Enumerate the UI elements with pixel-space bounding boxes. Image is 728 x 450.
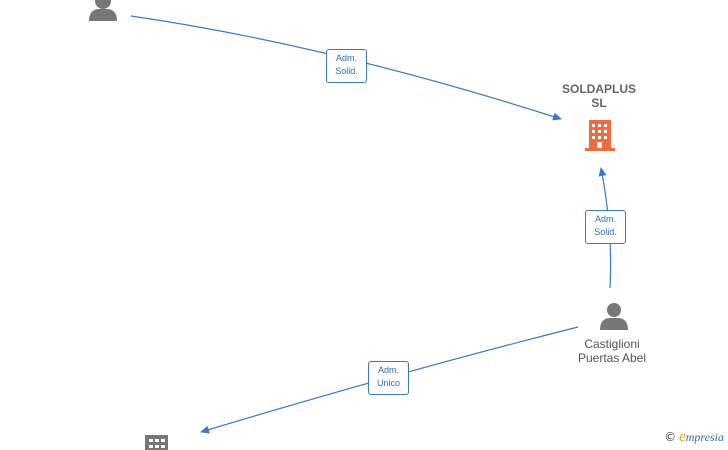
- brand-name: mpresia: [685, 430, 724, 444]
- brand-e-letter: e: [679, 429, 686, 445]
- edge-label-castiglioni-to-soldaplus: Adm. Solid.: [585, 210, 626, 244]
- edge-label-top-to-soldaplus: Adm. Solid.: [326, 49, 367, 83]
- person-name-line2: Puertas Abel: [577, 351, 647, 365]
- edge-label-line1: Adm.: [335, 53, 357, 63]
- edge-label-line2: Unico: [376, 378, 400, 388]
- copyright-symbol: ©: [664, 430, 677, 444]
- edge-label-line1: Adm.: [377, 365, 399, 375]
- edge-label-line2: Solid.: [594, 227, 617, 237]
- edge-label-castiglioni-to-bottom: Adm. Unico: [368, 361, 409, 395]
- empresia-watermark[interactable]: ©empresia: [664, 429, 724, 446]
- edge-label-line2: Solid.: [335, 66, 358, 76]
- person-name-line1: Castiglioni: [584, 337, 640, 351]
- person-icon[interactable]: [600, 303, 628, 330]
- person-name-castiglioni[interactable]: Castiglioni Puertas Abel: [566, 337, 658, 365]
- building-icon[interactable]: [145, 435, 168, 450]
- person-icon[interactable]: [89, 0, 117, 21]
- edge-label-line1: Adm.: [594, 214, 616, 224]
- company-name-soldaplus[interactable]: SOLDAPLUS SL: [548, 82, 650, 110]
- company-name-line2: SL: [591, 96, 607, 110]
- company-name-line1: SOLDAPLUS: [561, 82, 636, 96]
- building-icon[interactable]: [585, 120, 615, 151]
